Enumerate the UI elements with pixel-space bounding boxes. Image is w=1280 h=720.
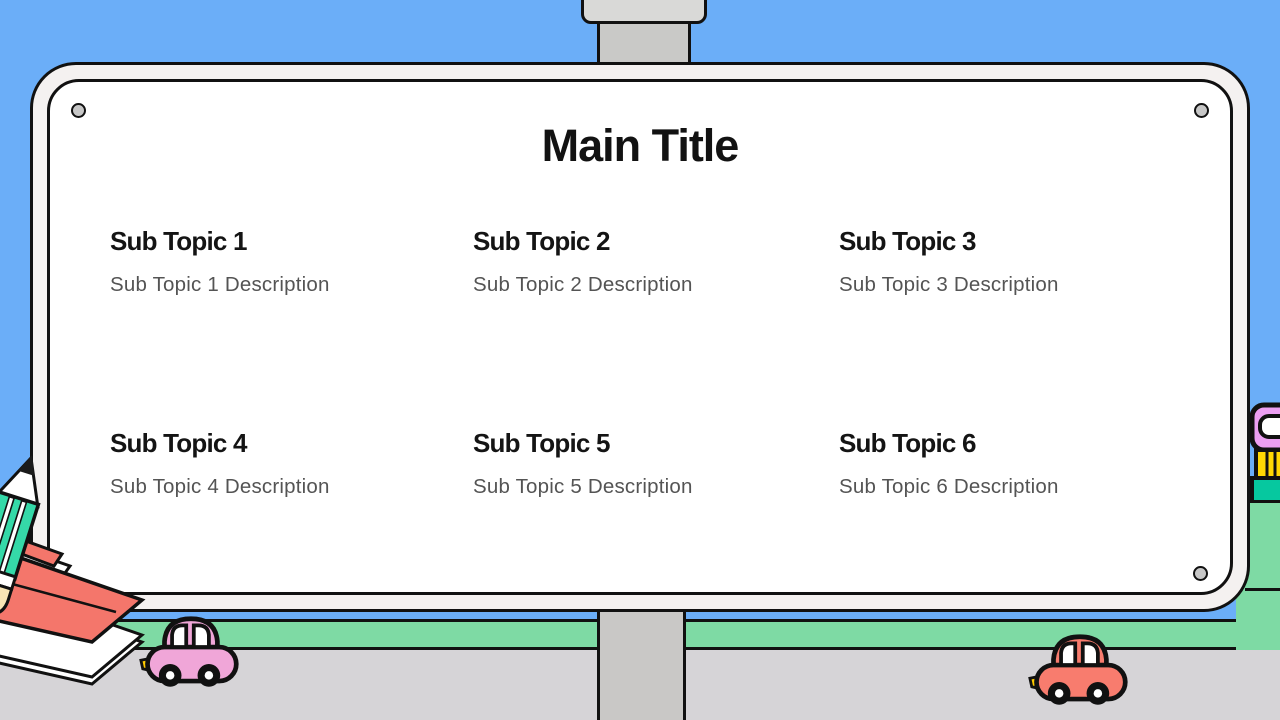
signboard-pole-bottom xyxy=(597,609,686,720)
page-title: Main Title xyxy=(541,120,740,171)
car-window-left xyxy=(170,623,189,649)
screw-top-right xyxy=(1194,103,1209,118)
stationery-decoration xyxy=(0,454,146,686)
screw-bottom-right xyxy=(1193,566,1208,581)
car-window-left xyxy=(1059,641,1078,667)
bush-right-outline xyxy=(1245,588,1280,591)
screw-top-left xyxy=(71,103,86,118)
block-window xyxy=(1258,414,1280,439)
red-car-icon xyxy=(1028,634,1128,705)
signboard-face xyxy=(47,79,1233,595)
stacked-blocks xyxy=(1249,402,1280,505)
car-window-right xyxy=(1080,641,1100,667)
pink-car-icon xyxy=(139,616,239,687)
car-window-right xyxy=(191,623,211,649)
pencil-icon xyxy=(0,454,41,616)
signboard xyxy=(30,62,1250,612)
signboard-cap xyxy=(581,0,707,24)
